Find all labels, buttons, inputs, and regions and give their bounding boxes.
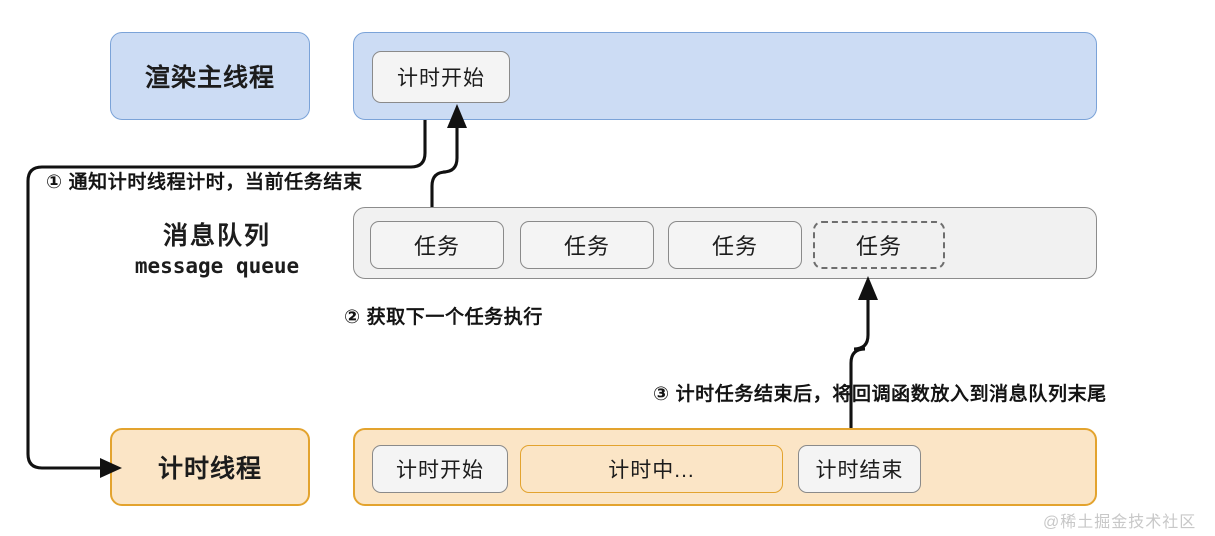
lane-label-timer-thread: 计时线程 <box>110 428 310 506</box>
lane-label-message-queue: 消息队列 message queue <box>108 214 326 286</box>
arrow-path-step-3 <box>849 300 870 428</box>
queue-task-1[interactable]: 任务 <box>370 221 504 269</box>
step-3-number: ③ <box>653 384 670 405</box>
lane-label-text: 计时线程 <box>157 455 262 483</box>
step-1-note: ① 通知计时线程计时，当前任务结束 <box>46 167 363 194</box>
watermark: @稀土掘金技术社区 <box>1043 514 1197 531</box>
chip-timer-running[interactable]: 计时中... <box>520 445 783 493</box>
queue-task-3[interactable]: 任务 <box>668 221 802 269</box>
queue-task-4-pending[interactable]: 任务 <box>813 221 945 269</box>
arrow-head-step-3 <box>858 276 878 300</box>
chip-label: 任务 <box>413 234 460 259</box>
step-2-note: ② 获取下一个任务执行 <box>344 302 543 329</box>
arrow-path-step-2 <box>430 128 459 207</box>
lane-track-message-queue: 任务 任务 任务 任务 <box>353 207 1097 279</box>
lane-label-render-main-thread: 渲染主线程 <box>110 32 310 120</box>
queue-task-2[interactable]: 任务 <box>520 221 654 269</box>
step-1-text: 通知计时线程计时，当前任务结束 <box>68 172 363 193</box>
chip-label: 计时中... <box>608 459 695 482</box>
lane-label-text-cn: 消息队列 <box>162 222 271 251</box>
chip-label: 任务 <box>855 234 902 259</box>
chip-label: 任务 <box>563 234 610 259</box>
chip-timer-start-main[interactable]: 计时开始 <box>372 51 510 103</box>
chip-label: 计时结束 <box>815 459 904 482</box>
step-3-text: 计时任务结束后，将回调函数放入到消息队列末尾 <box>675 384 1107 405</box>
lane-track-timer-thread: 计时开始 计时中... 计时结束 <box>353 428 1097 506</box>
step-3-note: ③ 计时任务结束后，将回调函数放入到消息队列末尾 <box>653 379 1107 406</box>
chip-timer-start[interactable]: 计时开始 <box>372 445 508 493</box>
chip-label: 计时开始 <box>397 67 485 90</box>
lane-label-text: 渲染主线程 <box>144 64 275 92</box>
chip-timer-end[interactable]: 计时结束 <box>798 445 921 493</box>
lane-label-text-en: message queue <box>134 253 300 278</box>
lane-track-render-main-thread: 计时开始 <box>353 32 1097 120</box>
chip-label: 计时开始 <box>396 459 484 482</box>
step-2-text: 获取下一个任务执行 <box>366 307 543 328</box>
step-2-number: ② <box>344 307 361 328</box>
step-1-number: ① <box>46 172 63 193</box>
chip-label: 任务 <box>711 234 758 259</box>
